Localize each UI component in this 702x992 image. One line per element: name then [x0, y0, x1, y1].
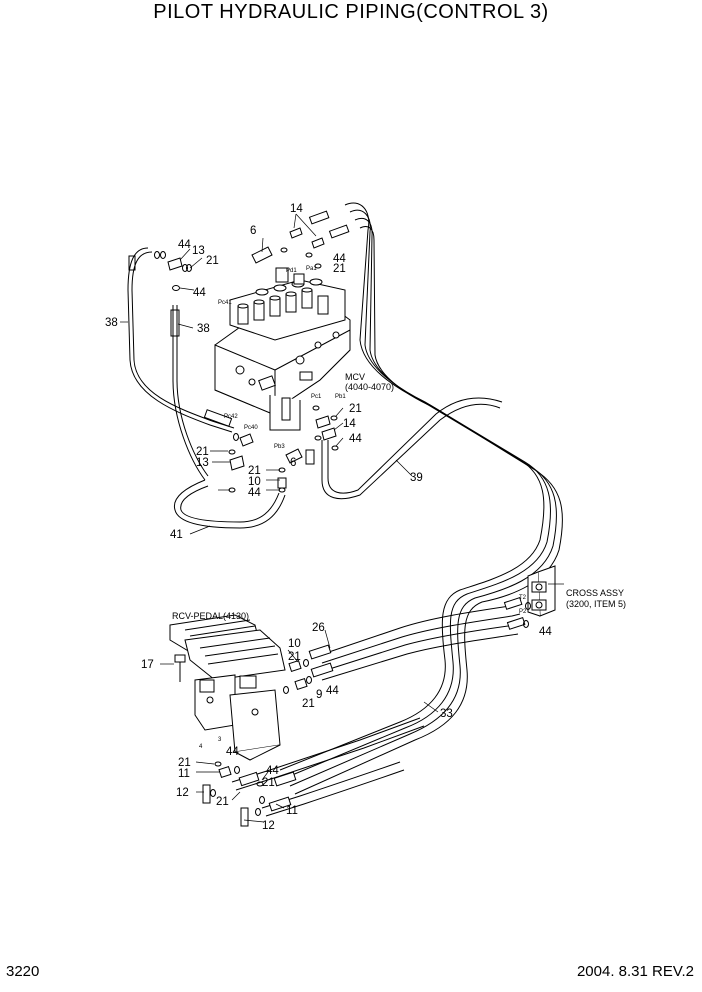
callout-21-i: 21	[216, 796, 229, 808]
callout-21-a: 21	[206, 255, 219, 267]
callout-numbers: 14 6 44 13 21 44 21 44 38 38 21 14 44 21…	[105, 203, 552, 832]
date-revision: 2004. 8.31 REV.2	[576, 963, 694, 980]
callout-11-right: 11	[286, 805, 298, 817]
callout-44-cross: 44	[539, 626, 552, 638]
callout-44-h: 44	[266, 765, 279, 777]
callout-6-mid: 6	[290, 457, 296, 469]
callout-21-g: 21	[178, 757, 191, 769]
port-pb1: Pb1	[335, 394, 346, 400]
port-pd1: Pd1	[286, 268, 297, 274]
callout-33: 33	[440, 708, 453, 720]
callout-38-right: 38	[197, 323, 210, 335]
callout-21-h: 21	[262, 777, 275, 789]
callout-44-e: 44	[248, 487, 261, 499]
mcv-label: MCV	[345, 372, 365, 382]
callout-44-c: 44	[193, 287, 206, 299]
callout-44-g: 44	[226, 746, 239, 758]
callout-21-b: 21	[333, 263, 346, 275]
pipe-bundle-33	[279, 202, 563, 795]
pipe-38-right	[172, 305, 206, 481]
pipe-41	[173, 479, 286, 529]
callout-44-a: 44	[178, 239, 191, 251]
port-3: 3	[218, 737, 222, 743]
callout-11-left: 11	[178, 768, 190, 780]
callout-41: 41	[170, 529, 183, 541]
cross-assy-bracket	[527, 565, 556, 617]
port-labels: Pc41 Pd1 Pa1 Pc1 Pb1 Pc42 Pc40 Pb3 T2 P2…	[199, 266, 527, 750]
pipe-38-left	[127, 247, 233, 433]
port-pc41: Pc41	[218, 300, 232, 306]
port-pb3: Pb3	[274, 444, 285, 450]
leader-lines	[120, 213, 564, 823]
callout-38-left: 38	[105, 317, 118, 329]
port-pa1: Pa1	[306, 266, 317, 272]
page-title: PILOT HYDRAULIC PIPING(CONTROL 3)	[153, 1, 549, 23]
callout-21-pedal-a: 21	[288, 651, 301, 663]
cross-assy-ref: (3200, ITEM 5)	[566, 599, 626, 609]
callout-17: 17	[141, 659, 154, 671]
cross-assy-label: CROSS ASSY	[566, 588, 624, 598]
mcv-range: (4040-4070)	[345, 382, 394, 392]
port-4: 4	[199, 744, 203, 750]
port-p2: P2	[519, 609, 527, 615]
callout-21-e: 21	[248, 465, 261, 477]
pipe-26	[319, 603, 519, 656]
main-control-valve	[214, 267, 351, 431]
callout-26: 26	[312, 622, 325, 634]
callout-10-top: 10	[248, 476, 261, 488]
callout-13-top: 13	[192, 245, 205, 257]
pipe-39	[321, 403, 501, 500]
port-pc1: Pc1	[311, 394, 322, 400]
rcv-pedal-assembly	[169, 614, 286, 761]
port-pc40: Pc40	[244, 425, 258, 431]
notes: MCV (4040-4070) CROSS ASSY (3200, ITEM 5…	[172, 372, 626, 621]
callout-13-mid: 13	[196, 457, 209, 469]
callout-12-right: 12	[262, 820, 275, 832]
port-pc42: Pc42	[224, 414, 238, 420]
rcv-pedal-label: RCV-PEDAL(4130)	[172, 611, 249, 621]
page-number: 3220	[6, 963, 40, 980]
callout-44-d: 44	[349, 433, 362, 445]
callout-44-b: 44	[333, 253, 346, 265]
callout-12-left: 12	[176, 787, 189, 799]
o-rings	[154, 247, 531, 816]
callout-44-f: 44	[326, 685, 339, 697]
callout-6-top: 6	[250, 225, 256, 237]
callout-10-pedal: 10	[288, 638, 301, 650]
port-t2: T2	[519, 595, 527, 601]
callout-14-top: 14	[290, 203, 303, 215]
callout-14-mid: 14	[343, 418, 356, 430]
callout-39: 39	[410, 472, 423, 484]
fittings	[167, 210, 526, 827]
callout-21-f: 21	[302, 698, 315, 710]
callout-21-d: 21	[196, 446, 209, 458]
callout-21-c: 21	[349, 403, 362, 415]
callout-9: 9	[316, 689, 322, 701]
